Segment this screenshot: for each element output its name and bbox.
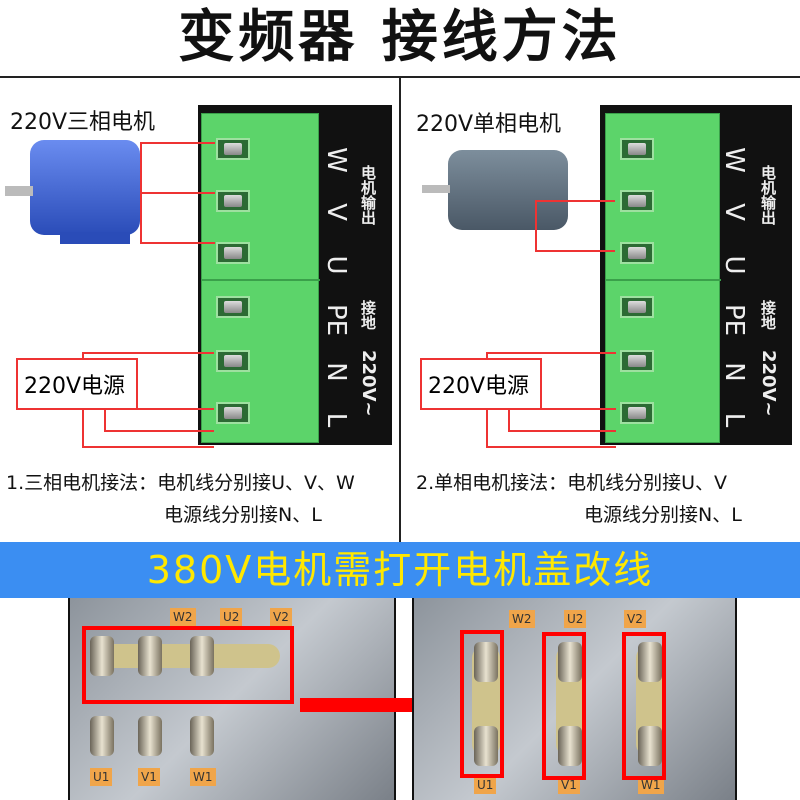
instruction-line: 电源线分别接N、L [584, 504, 742, 526]
terminal-l: L [719, 412, 749, 428]
wire-tag: V2 [270, 608, 292, 626]
wire-tag: W1 [190, 768, 216, 786]
instruction-line: 电源线分别接N、L [164, 504, 322, 526]
terminal-w: W [719, 147, 749, 173]
highlight-box [542, 632, 586, 780]
ground-label: 接地 [759, 300, 777, 330]
wire-tag: V1 [558, 776, 580, 794]
arrow-icon [300, 698, 430, 712]
output-label: 电机输出 [359, 165, 377, 225]
power-source-box: 220V电源 [16, 358, 138, 410]
motor-label: 220V单相电机 [416, 112, 562, 137]
wire-tag: W2 [509, 610, 535, 628]
banner: 380V电机需打开电机盖改线 [0, 542, 800, 598]
output-label: 电机输出 [759, 165, 777, 225]
instruction-line: 1.三相电机接法：电机线分别接U、V、W [6, 472, 355, 494]
terminal-l: L [321, 412, 351, 428]
motor-label: 220V三相电机 [10, 110, 156, 135]
star-connection-photo: W2 U2 V2 U1 V1 W1 [68, 598, 396, 800]
terminal-v: V [719, 203, 749, 221]
wire-tag: W2 [170, 608, 196, 626]
terminal-n: N [719, 362, 749, 382]
voltage-label: 220V~ [758, 350, 779, 417]
wire-tag: U1 [474, 776, 497, 794]
page-title: 变频器 接线方法 [178, 5, 622, 70]
wire-tag: V1 [138, 768, 160, 786]
divider [399, 78, 401, 542]
delta-connection-photo: W2 U2 V2 U1 V1 W1 [412, 598, 737, 800]
power-source-box: 220V电源 [420, 358, 542, 410]
terminal-pe: PE [719, 303, 749, 337]
instruction-line: 2.单相电机接法：电机线分别接U、V [416, 472, 728, 494]
wire-tag: V2 [624, 610, 646, 628]
voltage-label: 220V~ [358, 350, 379, 417]
terminal-board: W V U PE N L 电机输出 接地 220V~ [600, 105, 792, 445]
highlight-box [460, 630, 504, 778]
wire-tag: U2 [564, 610, 587, 628]
highlight-box [82, 626, 294, 704]
terminal-w: W [321, 147, 351, 173]
terminal-u: U [719, 255, 749, 275]
divider [0, 76, 800, 78]
terminal-v: V [321, 203, 351, 221]
wire-tag: U1 [90, 768, 113, 786]
highlight-box [622, 632, 666, 780]
terminal-pe: PE [321, 303, 351, 337]
terminal-u: U [321, 255, 351, 275]
wire-tag: W1 [638, 776, 664, 794]
terminal-board: W V U PE N L 电机输出 接地 220V~ [198, 105, 392, 445]
ground-label: 接地 [359, 300, 377, 330]
terminal-n: N [321, 362, 351, 382]
wire-tag: U2 [220, 608, 243, 626]
